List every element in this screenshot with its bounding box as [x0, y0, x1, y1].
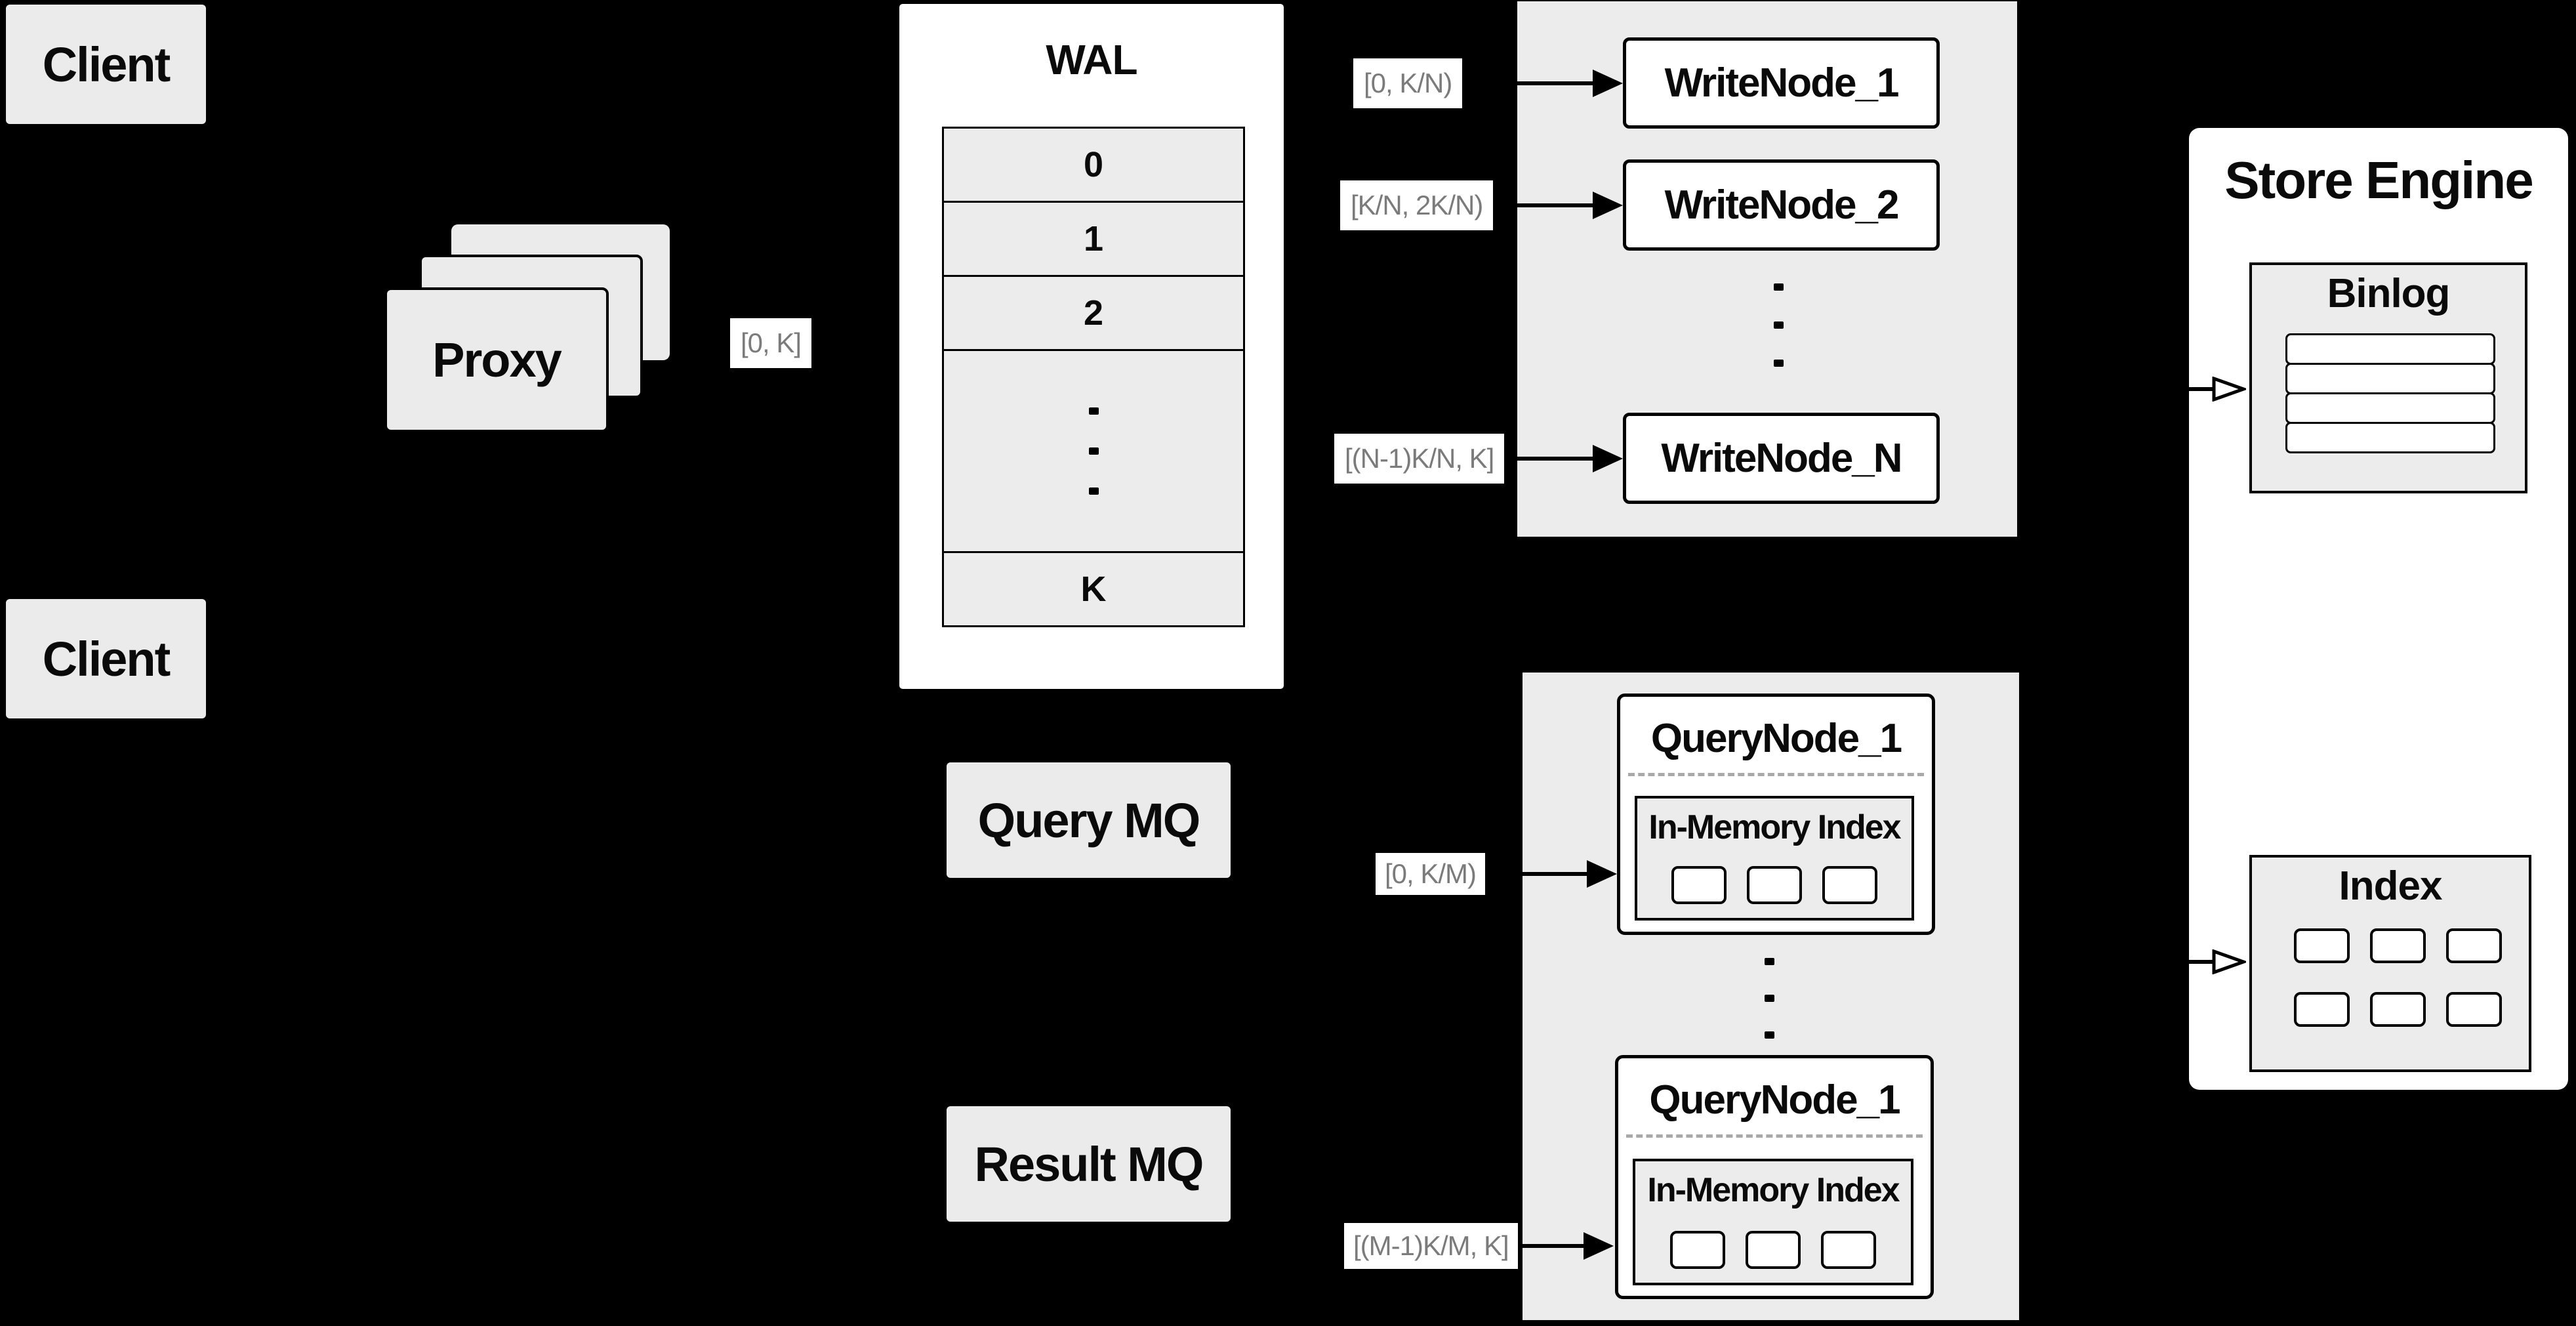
in-memory-index-box: In-Memory Index [1635, 796, 1914, 921]
arrow-line [1517, 457, 1596, 461]
index-file-cell [2446, 992, 2502, 1027]
range-label-kn-2kn: [K/N, 2K/N) [1340, 180, 1494, 230]
arrow-line [2189, 387, 2215, 391]
write-node-ellipsis [1774, 283, 1784, 367]
range-label-0-k: [0, K] [730, 318, 812, 368]
arrow-line [1517, 81, 1596, 85]
arrow-right-icon [1593, 445, 1623, 472]
proxy-label: Proxy [432, 333, 562, 387]
write-node-n: WriteNode_N [1623, 413, 1940, 504]
store-engine-title: Store Engine [2224, 151, 2533, 209]
range-label-0-km: [0, K/M) [1376, 853, 1486, 895]
wal-title: WAL [1046, 36, 1137, 83]
index-file-cell [2294, 928, 2350, 963]
write-node-2-label: WriteNode_2 [1664, 182, 1900, 228]
range-label-kn-2kn-text: [K/N, 2K/N) [1351, 190, 1483, 220]
arrow-line [1523, 872, 1588, 876]
wal-table: 0 1 2 K [942, 127, 1245, 627]
wal-row-k: K [944, 553, 1243, 625]
store-engine-container: Store Engine Binlog Index [2189, 128, 2568, 1090]
proxy-box: Proxy [384, 287, 609, 432]
in-memory-index-cells [1637, 866, 1912, 904]
in-memory-index-cells [1635, 1231, 1911, 1269]
query-node-1-title: QueryNode_1 [1650, 716, 1902, 761]
binlog-box: Binlog [2249, 262, 2527, 493]
ellipsis-dot-icon [1774, 360, 1784, 367]
ellipsis-dot-icon [1765, 958, 1774, 965]
ellipsis-dot-icon [1765, 1031, 1774, 1039]
range-label-n1kn-k-text: [(N-1)K/N, K] [1345, 443, 1494, 474]
binlog-rows [2285, 333, 2495, 453]
wal-row-0: 0 [944, 129, 1243, 203]
index-file-cell [2370, 928, 2426, 963]
open-arrowhead-icon [2212, 377, 2246, 402]
index-segment-cell [1822, 866, 1877, 904]
range-label-m1km-k: [(M-1)K/M, K] [1344, 1223, 1518, 1269]
wal-container: WAL 0 1 2 K [897, 2, 1286, 691]
arrow-right-icon [1584, 1232, 1614, 1260]
query-node-2-title: QueryNode_1 [1649, 1077, 1900, 1123]
binlog-segment-row [2285, 363, 2495, 394]
ellipsis-dot-icon [1774, 283, 1784, 291]
write-node-1: WriteNode_1 [1623, 37, 1940, 129]
wal-row-1: 1 [944, 203, 1243, 277]
ellipsis-dot-icon [1088, 447, 1099, 455]
query-mq-box: Query MQ [947, 762, 1231, 878]
query-node-ellipsis [1765, 958, 1774, 1039]
arrow-right-icon [1587, 860, 1617, 888]
query-node-1: QueryNode_1 In-Memory Index [1617, 694, 1935, 935]
arrow-right-icon [1593, 70, 1623, 97]
index-file-cell [2446, 928, 2502, 963]
index-segment-cell [1671, 866, 1727, 904]
range-label-0-kn-text: [0, K/N) [1364, 68, 1452, 98]
index-segment-cell [1670, 1231, 1725, 1269]
index-file-cell [2370, 992, 2426, 1027]
range-label-0-kn: [0, K/N) [1353, 58, 1463, 108]
open-arrowhead-icon [2212, 949, 2246, 974]
range-label-n1kn-k: [(N-1)K/N, K] [1334, 434, 1505, 484]
ellipsis-dot-icon [1088, 487, 1099, 495]
index-segment-cell [1821, 1231, 1876, 1269]
dashed-divider [1628, 773, 1924, 776]
binlog-segment-row [2285, 333, 2495, 365]
index-segment-cell [1747, 866, 1802, 904]
query-node-2: QueryNode_1 In-Memory Index [1615, 1055, 1934, 1299]
index-file-cell [2294, 992, 2350, 1027]
dashed-divider [1626, 1134, 1923, 1138]
arrow-line [1517, 203, 1596, 207]
arrow-right-icon [1593, 192, 1623, 219]
write-node-n-label: WriteNode_N [1661, 436, 1902, 481]
index-segment-cell [1746, 1231, 1801, 1269]
index-title: Index [2339, 863, 2443, 909]
in-memory-index-box: In-Memory Index [1633, 1159, 1913, 1285]
in-memory-index-title: In-Memory Index [1648, 808, 1901, 846]
arrow-line [2189, 960, 2215, 964]
wal-row-ellipsis [944, 351, 1243, 553]
binlog-segment-row [2285, 422, 2495, 453]
query-mq-label: Query MQ [977, 793, 1201, 848]
client-top-label: Client [42, 37, 171, 92]
arrow-line [1523, 1244, 1585, 1248]
write-node-2: WriteNode_2 [1623, 159, 1940, 251]
ellipsis-dot-icon [1088, 407, 1099, 415]
index-cells [2294, 928, 2502, 1027]
index-box: Index [2249, 855, 2531, 1072]
wal-row-2: 2 [944, 277, 1243, 351]
binlog-segment-row [2285, 392, 2495, 424]
client-bottom-label: Client [42, 631, 171, 686]
client-box-top: Client [6, 5, 206, 124]
result-mq-box: Result MQ [947, 1106, 1231, 1222]
range-label-0-k-text: [0, K] [741, 327, 802, 358]
result-mq-label: Result MQ [974, 1136, 1204, 1191]
range-label-0-km-text: [0, K/M) [1385, 858, 1477, 889]
range-label-m1km-k-text: [(M-1)K/M, K] [1353, 1230, 1509, 1261]
write-node-1-label: WriteNode_1 [1664, 60, 1900, 106]
in-memory-index-title: In-Memory Index [1647, 1171, 1900, 1209]
ellipsis-dot-icon [1765, 995, 1774, 1002]
ellipsis-dot-icon [1774, 321, 1784, 329]
client-box-bottom: Client [6, 599, 206, 718]
binlog-title: Binlog [2327, 271, 2451, 316]
